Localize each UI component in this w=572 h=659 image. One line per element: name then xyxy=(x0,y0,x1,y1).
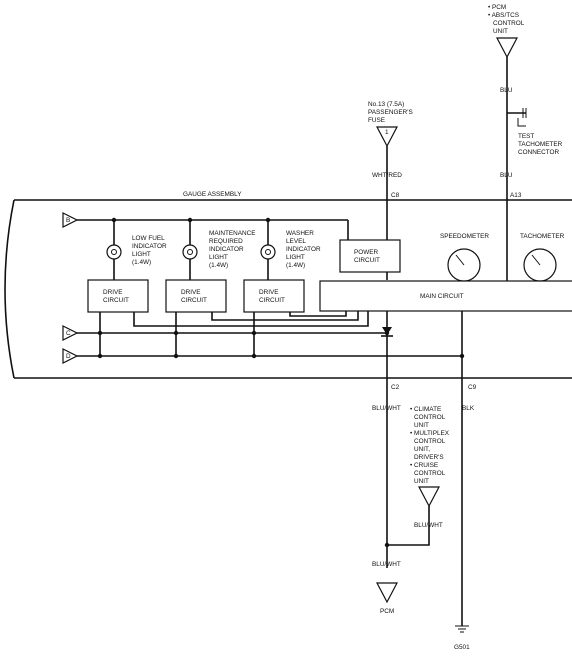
terminal-c-icon xyxy=(62,325,79,341)
top-source-label: • PCM • ABS/TCS CONTROL UNIT xyxy=(488,4,526,35)
drive-return-wire xyxy=(289,311,347,317)
terminal-b-icon xyxy=(62,212,79,228)
blk-label: BLK xyxy=(462,405,475,412)
junction-dot xyxy=(97,353,103,359)
low-fuel-light-label: LOW FUEL INDICATOR LIGHT (1.4W) xyxy=(132,235,168,266)
junction-dot xyxy=(384,542,390,548)
maintenance-light-label: MAINTENANCE REQUIRED INDICATOR LIGHT (1.… xyxy=(209,230,257,269)
terminal-b-label: B xyxy=(66,217,70,224)
terminal-c-label: C xyxy=(66,330,71,337)
gauge-assembly-title: GAUGE ASSEMBLY xyxy=(183,191,242,198)
connector-c2: C2 xyxy=(391,384,400,391)
blu-mid-label: BLU xyxy=(500,172,513,179)
drive-circuit-box xyxy=(243,279,305,313)
drive-circuit-box xyxy=(87,279,149,313)
drive-circuit-label: DRIVE CIRCUIT xyxy=(181,289,207,304)
test-connector-label: TEST TACHOMETER CONNECTOR xyxy=(518,133,564,156)
pcm-label: PCM xyxy=(380,608,394,615)
blu-wht-mid-label: BLU/WHT xyxy=(414,522,443,529)
drive-return-wire xyxy=(133,311,369,327)
blu-top-label: BLU xyxy=(500,87,513,94)
tachometer-label: TACHOMETER xyxy=(520,233,565,240)
main-circuit-label: MAIN CIRCUIT xyxy=(420,293,464,300)
fuse-label: No.13 (7.5A) PASSENGER'S FUSE xyxy=(368,101,415,124)
connector-c9: C9 xyxy=(468,384,477,391)
test-connector-leader xyxy=(517,118,526,127)
junction-dot xyxy=(173,330,179,336)
terminal-d-icon xyxy=(62,348,79,364)
junction-dot xyxy=(251,330,257,336)
power-circuit-box xyxy=(339,239,401,273)
test-connector-icon xyxy=(522,108,527,118)
tachometer-gauge-icon xyxy=(523,248,557,282)
blu-wht-c2-label: BLU/WHT xyxy=(372,405,401,412)
speedometer-label: SPEEDOMETER xyxy=(440,233,489,240)
low-fuel-light-icon xyxy=(106,244,122,260)
junction-dot xyxy=(251,353,257,359)
main-circuit-box xyxy=(319,280,572,312)
drive-circuit-box xyxy=(165,279,227,313)
connector-a13: A13 xyxy=(510,192,522,199)
connector-c8: C8 xyxy=(391,192,400,199)
junction-dot xyxy=(97,330,103,336)
washer-light-icon xyxy=(260,244,276,260)
multiplex-wire xyxy=(387,506,430,546)
pcm-connector-icon xyxy=(376,582,398,604)
terminal-d-label: D xyxy=(66,353,71,360)
multiplex-connector-icon xyxy=(418,486,440,508)
gauge-assembly-outline xyxy=(4,199,572,379)
top-source-connector-icon xyxy=(496,37,518,59)
blu-wht-low-label: BLU/WHT xyxy=(372,561,401,568)
ground-icon xyxy=(455,625,469,633)
wht-red-label: WHT/RED xyxy=(372,172,402,179)
multiplex-units-label: • CLIMATE CONTROL UNIT • MULTIPLEX CONTR… xyxy=(410,406,451,485)
drive-circuit-label: DRIVE CIRCUIT xyxy=(259,289,285,304)
drive-return-wire xyxy=(211,311,359,321)
power-circuit-label: POWER CIRCUIT xyxy=(354,249,380,264)
fuse-icon xyxy=(376,126,398,148)
junction-dot xyxy=(384,330,390,336)
junction-dot xyxy=(173,353,179,359)
speedometer-gauge-icon xyxy=(447,248,481,282)
fuse-number: 1 xyxy=(385,129,389,136)
washer-light-label: WASHER LEVEL INDICATOR LIGHT (1.4W) xyxy=(286,230,322,269)
ground-label: G501 xyxy=(454,644,470,651)
maintenance-light-icon xyxy=(182,244,198,260)
drive-circuit-label: DRIVE CIRCUIT xyxy=(103,289,129,304)
